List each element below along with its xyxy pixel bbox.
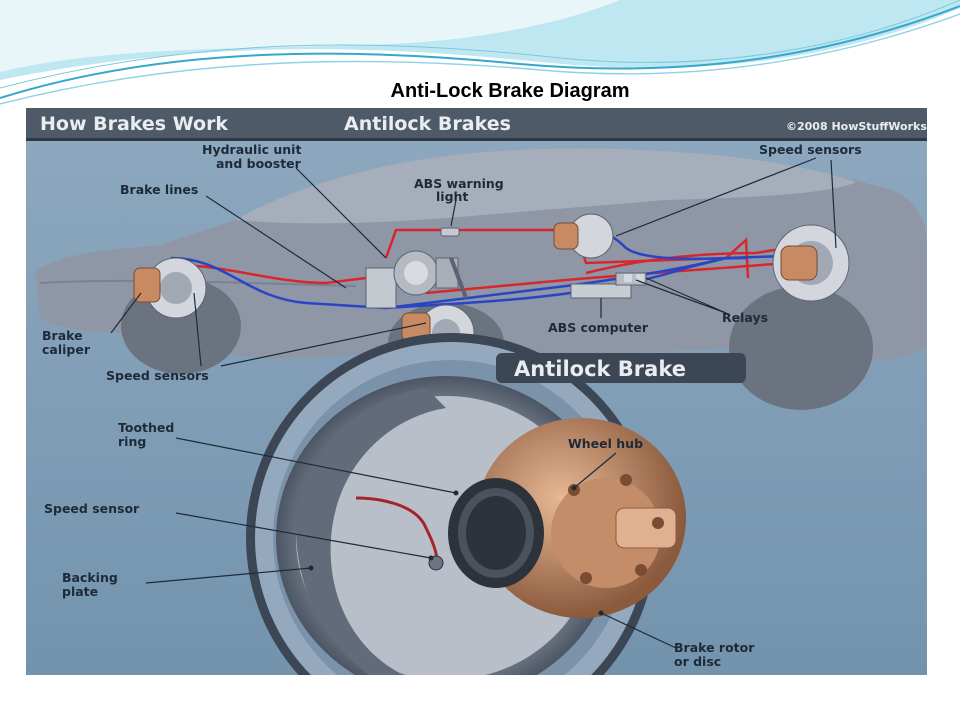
brake-lines-network	[160, 228, 817, 310]
label-abs-computer: ABS computer	[548, 320, 649, 335]
header-wave-decoration	[0, 0, 960, 110]
label-backing-plate-line2: plate	[62, 584, 98, 599]
label-relays: Relays	[722, 310, 768, 325]
inset-title: Antilock Brake	[514, 357, 686, 381]
header-banner: How Brakes Work Antilock Brakes ©2008 Ho…	[26, 108, 927, 141]
label-brake-caliper-line2: caliper	[42, 342, 91, 357]
leader-lines	[110, 157, 837, 649]
label-brake-lines: Brake lines	[120, 182, 198, 197]
label-brake-caliper-line1: Brake	[42, 328, 83, 343]
front-right-wheel	[553, 213, 614, 259]
copyright-text: ©2008 HowStuffWorks	[786, 120, 927, 133]
label-hydraulic-unit-line1: Hydraulic unit	[202, 142, 301, 157]
label-brake-rotor-line2: or disc	[674, 654, 721, 669]
abs-warning-light-component	[440, 227, 460, 237]
label-backing-plate-line1: Backing	[62, 570, 118, 585]
slide-title: Anti-Lock Brake Diagram	[390, 80, 630, 102]
label-abs-warning-line2: light	[436, 189, 468, 204]
label-speed-sensor: Speed sensor	[44, 501, 140, 516]
label-brake-rotor-line1: Brake rotor	[674, 640, 755, 655]
label-abs-warning-line1: ABS warning	[414, 176, 504, 191]
label-speed-sensors-top: Speed sensors	[759, 142, 862, 157]
label-speed-sensors-bottom: Speed sensors	[106, 368, 209, 383]
hydraulic-unit	[365, 250, 468, 309]
header-left-text: How Brakes Work	[40, 113, 228, 135]
rear-right-wheel	[772, 224, 850, 302]
antilock-brake-inset: Antilock Brake	[246, 333, 746, 675]
abs-computer-unit	[570, 272, 647, 299]
label-toothed-ring-line1: Toothed	[118, 420, 174, 435]
antilock-brake-diagram: How Brakes Work Antilock Brakes ©2008 Ho…	[26, 108, 927, 675]
label-wheel-hub: Wheel hub	[568, 436, 643, 451]
label-toothed-ring-line2: ring	[118, 434, 146, 449]
header-right-text: Antilock Brakes	[344, 113, 511, 135]
front-left-wheel	[133, 257, 207, 319]
label-hydraulic-unit-line2: and booster	[216, 156, 302, 171]
